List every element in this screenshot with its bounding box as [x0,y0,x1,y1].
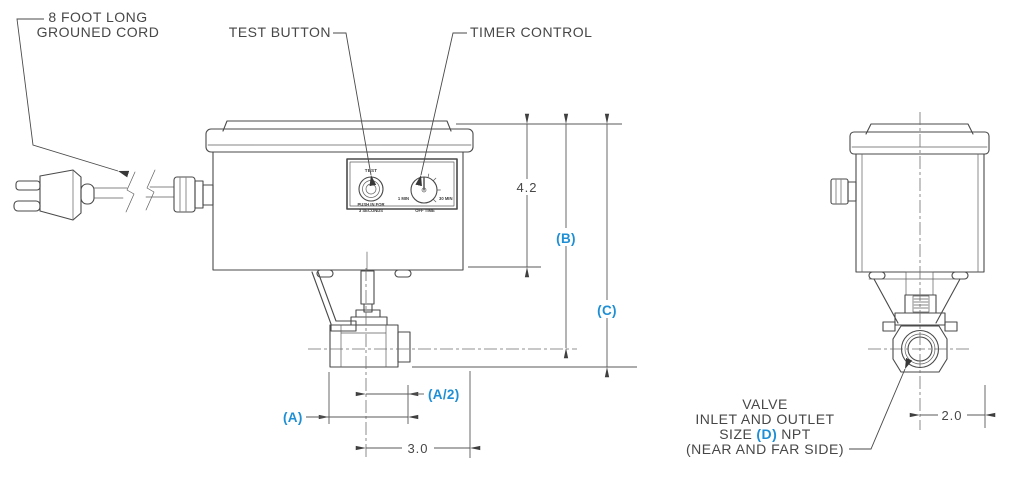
timer-control-leader-arrow [415,32,467,187]
cord-break-symbol [125,169,156,213]
valve-note-line4: (NEAR AND FAR SIDE) [686,441,844,457]
dimension-width-front-value: 3.0 [407,441,428,456]
dial-caption: OFF TIME [415,208,435,213]
cable-gland-front [173,176,214,213]
valve-note-size-d: (D) [756,426,777,442]
side-view [830,112,990,430]
panel-push-line1: PUSH IN FOR [358,202,385,207]
dimensions-front: 4.2 (B) (C) (A/2) (A) 3.0 [283,113,637,458]
dimensions-side: 2.0 [909,385,996,428]
test-button-label: TEST BUTTON [229,24,331,40]
dimension-4-2: 4.2 [514,113,540,278]
valve-note-size-suffix: NPT [781,426,811,442]
dimension-width-side-value: 2.0 [941,408,962,423]
dimension-2-0: 2.0 [909,407,996,423]
valve-note-line3: SIZE(D)NPT [719,426,811,442]
panel-push-line2: 3 SECONDS [359,208,383,213]
dimension-a-half-value: (A/2) [428,387,460,402]
dimension-c-value: (C) [597,303,617,318]
actuator-enclosure-side [849,123,990,273]
panel-test-label: TEST [365,168,378,173]
valve-note-size-prefix: SIZE [719,426,752,442]
actuator-enclosure-front [205,120,474,271]
cord-leader-arrow [16,18,130,178]
dimension-b-value: (B) [556,231,576,246]
ball-valve-front [329,324,411,368]
valve-note: VALVE INLET AND OUTLET SIZE(D)NPT (NEAR … [686,357,913,457]
mounting-bracket-side [868,271,969,332]
valve-note-leader-arrow [849,357,913,450]
dimension-c: (C) [592,113,622,378]
dial-max-label: 30 MIN [439,196,453,201]
dimension-height-value: 4.2 [516,180,537,195]
centerlines-front [308,268,577,458]
dial-min-label: 1 MIN [398,196,409,201]
valve-note-line1: VALVE [742,396,788,412]
cable-gland-side [830,178,857,205]
dimension-a-value: (A) [283,410,303,425]
cord-label-line1: 8 FOOT LONG [48,9,147,25]
control-panel: TEST PUSH IN FOR 3 SECONDS 1 MIN 30 MIN … [346,158,458,213]
power-cord [93,169,175,213]
timer-dial [410,173,441,204]
front-view: TEST PUSH IN FOR 3 SECONDS 1 MIN 30 MIN … [13,120,577,458]
valve-note-line2: INLET AND OUTLET [695,411,834,427]
test-button [358,176,384,202]
threaded-stem [912,295,930,313]
cord-label-line2: GROUNED CORD [37,24,160,40]
test-button-leader-arrow [333,32,377,187]
centerlines-side [868,112,972,430]
dimension-b: (B) [551,113,581,359]
power-plug [13,169,95,221]
timer-control-label: TIMER CONTROL [470,24,592,40]
mounting-bracket-front [311,269,412,332]
dimension-a-half: (A/2) [355,387,460,402]
dimension-3-0: 3.0 [355,440,481,456]
dimension-a: (A) [283,410,419,425]
callouts: 8 FOOT LONG GROUNED CORD TEST BUTTON TIM… [16,9,592,187]
